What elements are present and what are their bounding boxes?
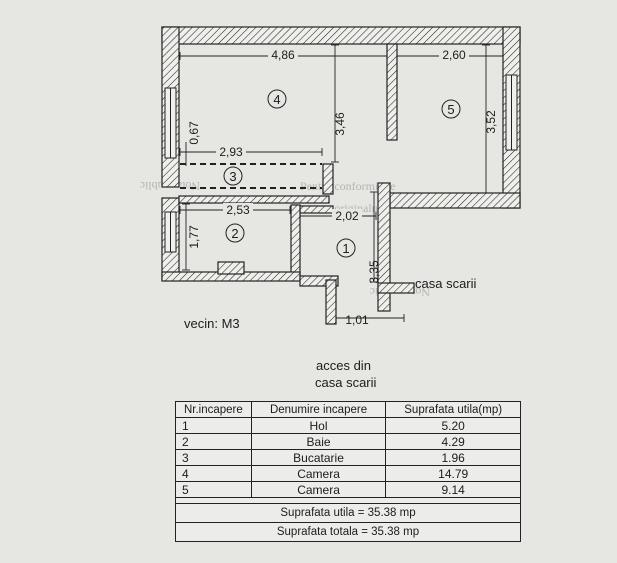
cell-room-area: 5.20 bbox=[385, 417, 521, 434]
dim-height-hall: 3,35 bbox=[367, 260, 381, 284]
room-marker-1 bbox=[336, 238, 356, 258]
table-row: 5 Camera 9.14 bbox=[175, 481, 521, 498]
stairwell-label: casa scarii bbox=[415, 276, 477, 291]
windows bbox=[164, 74, 518, 253]
cell-room-area: 1.96 bbox=[385, 449, 521, 466]
room-number-5: 5 bbox=[447, 102, 454, 117]
dim-width-bath: 2,53 bbox=[226, 203, 250, 217]
cell-room-name: Baie bbox=[250, 433, 387, 450]
room-marker-2 bbox=[225, 223, 245, 243]
cell-room-number: 4 bbox=[175, 465, 252, 482]
dim-width-room5: 2,60 bbox=[442, 48, 466, 62]
annotations: vecin: M3 casa scarii acces din casa sca… bbox=[184, 276, 477, 390]
dim-height-kitchen: 0,67 bbox=[187, 121, 201, 145]
cell-room-area: 4.29 bbox=[385, 433, 521, 450]
cell-room-name: Hol bbox=[250, 417, 387, 434]
room-markers bbox=[223, 89, 461, 258]
cell-room-number: 3 bbox=[175, 449, 252, 466]
room-number-4: 4 bbox=[273, 92, 280, 107]
cell-room-number: 1 bbox=[175, 417, 252, 434]
cell-room-number: 5 bbox=[175, 481, 252, 498]
kitchen-boundary bbox=[180, 163, 322, 189]
cell-room-name: Bucatarie bbox=[250, 449, 387, 466]
header-room-name: Denumire incapere bbox=[250, 401, 387, 418]
neighbor-label: vecin: M3 bbox=[184, 316, 240, 331]
dim-width-kitchen: 2,93 bbox=[219, 145, 243, 159]
header-room-number: Nr.incapere bbox=[175, 401, 252, 418]
table-row: 1 Hol 5.20 bbox=[175, 417, 521, 434]
room-marker-3 bbox=[223, 166, 243, 186]
cell-room-name: Camera bbox=[250, 481, 387, 498]
total-total-row: Suprafata totala = 35.38 mp bbox=[175, 522, 521, 542]
total-total-area: Suprafata totala = 35.38 mp bbox=[175, 522, 521, 542]
dim-height-bath: 1,77 bbox=[187, 225, 201, 249]
table-row: 3 Bucatarie 1.96 bbox=[175, 449, 521, 466]
dim-width-room4: 4,86 bbox=[271, 48, 295, 62]
room-numbers: 4 5 3 2 1 bbox=[229, 92, 454, 256]
dim-width-hall: 2,02 bbox=[335, 209, 359, 223]
area-table: Nr.incapere Denumire incapere Suprafata … bbox=[175, 401, 521, 542]
cell-room-number: 2 bbox=[175, 433, 252, 450]
dim-height-room4: 3,46 bbox=[333, 112, 347, 136]
room-number-2: 2 bbox=[231, 226, 238, 241]
access-label-line1: acces din bbox=[316, 358, 371, 373]
access-label-line2: casa scarii bbox=[315, 375, 377, 390]
floor-plan: Notar public Pentru conformitate cu orig… bbox=[140, 26, 521, 390]
dim-height-room5: 3,52 bbox=[484, 110, 498, 134]
cell-room-name: Camera bbox=[250, 465, 387, 482]
cell-room-area: 9.14 bbox=[385, 481, 521, 498]
dim-width-entry: 1,01 bbox=[345, 313, 369, 327]
room-number-3: 3 bbox=[229, 169, 236, 184]
room-marker-5 bbox=[441, 99, 461, 119]
room-marker-4 bbox=[267, 89, 287, 109]
cell-room-area: 14.79 bbox=[385, 465, 521, 482]
header-useful-area: Suprafata utila(mp) bbox=[385, 401, 521, 418]
dimension-labels: 4,86 2,60 3,46 3,52 2,93 0,67 2,53 1,77 … bbox=[187, 48, 498, 327]
room-number-1: 1 bbox=[342, 241, 349, 256]
total-useful-row: Suprafata utila = 35.38 mp bbox=[175, 503, 521, 523]
table-row: 2 Baie 4.29 bbox=[175, 433, 521, 450]
table-header-row: Nr.incapere Denumire incapere Suprafata … bbox=[175, 401, 521, 418]
total-useful-area: Suprafata utila = 35.38 mp bbox=[175, 503, 521, 523]
table-row: 4 Camera 14.79 bbox=[175, 465, 521, 482]
